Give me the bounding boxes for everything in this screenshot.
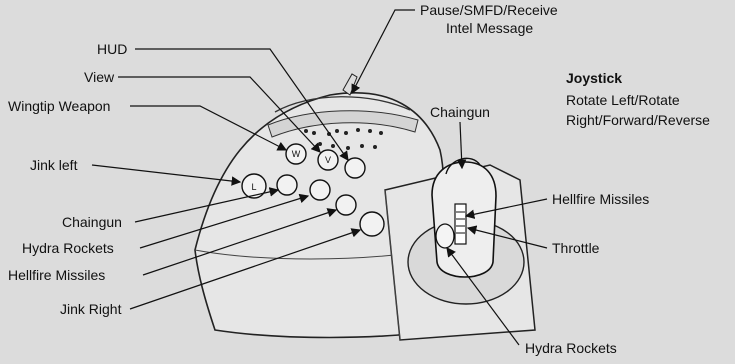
chaingun-left-button [277, 175, 297, 195]
label-throttle: Throttle [552, 240, 599, 256]
label-pause-smfd: Pause/SMFD/Receive [420, 2, 558, 18]
hud-button [345, 158, 365, 178]
label-hud: HUD [97, 41, 127, 57]
label-hydra-rockets-right: Hydra Rockets [525, 340, 617, 356]
wingtip-button-glyph: W [292, 149, 301, 159]
label-chaingun-left: Chaingun [62, 214, 122, 230]
hellfire-missiles-left-button [336, 195, 356, 215]
jink-left-leader-line [92, 165, 240, 182]
label-joystick-title: Joystick [566, 70, 622, 86]
label-hellfire-missiles-left: Hellfire Missiles [8, 267, 105, 283]
label-jink-left: Jink left [30, 157, 77, 173]
label-hydra-rockets-left: Hydra Rockets [22, 240, 114, 256]
view-button-glyph: V [325, 155, 331, 165]
label-intel-message: Intel Message [446, 20, 533, 36]
chaingun-right-leader-line [460, 122, 462, 168]
label-view: View [84, 69, 114, 85]
jink-right-button [360, 212, 384, 236]
label-chaingun-right: Chaingun [430, 104, 490, 120]
label-joystick-line1: Rotate Left/Rotate [566, 92, 680, 108]
label-joystick-line2: Right/Forward/Reverse [566, 112, 710, 128]
throttle-slider [455, 204, 466, 244]
hydra-rockets-left-button [310, 180, 330, 200]
label-hellfire-missiles-right: Hellfire Missiles [552, 191, 649, 207]
label-wingtip-weapon: Wingtip Weapon [8, 98, 110, 114]
pause-leader-line [352, 10, 415, 93]
pause-button [343, 74, 357, 95]
hydra-rockets-right-button [436, 224, 454, 248]
label-jink-right: Jink Right [60, 301, 121, 317]
jink-left-button-glyph: L [251, 182, 256, 192]
